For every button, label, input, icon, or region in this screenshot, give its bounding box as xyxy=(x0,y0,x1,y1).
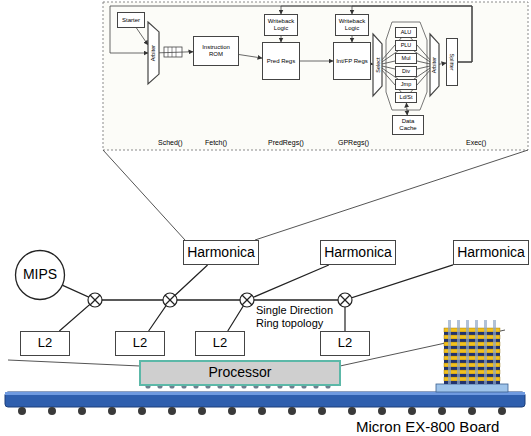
unit-box: Jmp xyxy=(395,79,417,90)
node-text: Starter xyxy=(122,17,140,24)
unit-box: Ld/St xyxy=(395,92,417,103)
unit-box: Mul xyxy=(395,53,417,64)
connector xyxy=(300,61,333,62)
ring-junction xyxy=(338,293,352,307)
node-text: Div xyxy=(402,68,410,74)
zoom-panel xyxy=(103,2,528,150)
connector xyxy=(136,28,148,45)
cache-box: Data Cache xyxy=(392,115,424,135)
cache-box: L2 xyxy=(195,331,245,356)
process-box: Writeback Logic xyxy=(264,14,298,36)
zoom-line xyxy=(8,360,140,366)
node-text: Harmonica xyxy=(324,245,392,260)
node-text: Mul xyxy=(402,55,411,61)
node-text: Arbiter xyxy=(431,57,437,73)
connector xyxy=(417,61,430,64)
node-text: Arbiter xyxy=(150,45,156,61)
memory-stack xyxy=(436,320,508,392)
node-text: Jmp xyxy=(401,81,411,87)
connector xyxy=(345,265,453,331)
connector xyxy=(382,66,395,69)
select-mux: Select xyxy=(373,34,382,96)
arbiter-mux: Arbiter xyxy=(430,34,439,96)
node-text: Writeback Logic xyxy=(266,18,297,31)
note-label: Single Direction Ring topology xyxy=(256,304,338,329)
unit-box: ALU xyxy=(395,27,417,38)
node-text: Ld/St xyxy=(400,94,413,100)
section-label: GPRegs() xyxy=(338,139,369,147)
process-box: Starter xyxy=(117,12,145,28)
zoom-line xyxy=(255,150,528,240)
node-text: Harmonica xyxy=(187,245,255,260)
ring-junction xyxy=(240,293,254,307)
node-text: Splitter xyxy=(449,53,455,70)
circuit-board xyxy=(5,392,525,407)
node-text: ALU xyxy=(401,29,412,35)
board-label: Micron EX-800 Board xyxy=(356,418,499,435)
node-text: Select xyxy=(374,57,380,72)
unit-box: PLU xyxy=(395,40,417,51)
ring-junction xyxy=(88,293,102,307)
connector xyxy=(159,52,193,53)
zoom-line xyxy=(103,150,185,240)
process-box: Instruction ROM xyxy=(193,36,239,66)
node-text: Pred Regs xyxy=(267,58,295,65)
connector xyxy=(417,66,430,69)
connector xyxy=(149,265,208,331)
node-text: L2 xyxy=(38,336,52,350)
processor-chip: Processor xyxy=(140,361,340,385)
process-box: Writeback Logic xyxy=(335,14,369,36)
solder-balls xyxy=(18,407,506,415)
cache-box: L2 xyxy=(20,331,70,356)
connector xyxy=(382,61,395,64)
node-text: Harmonica xyxy=(457,245,525,260)
node-text: Data Cache xyxy=(394,118,423,131)
section-label: Fetch() xyxy=(205,139,227,147)
ring-line xyxy=(95,299,345,300)
unit-box: Div xyxy=(395,66,417,77)
section-label: Sched() xyxy=(158,139,183,147)
connector xyxy=(239,55,262,59)
arbiter-mux: Arbiter xyxy=(148,22,159,84)
harmonica-box: Harmonica xyxy=(183,240,259,265)
node-text: L2 xyxy=(213,336,227,350)
exec-enclosure xyxy=(386,22,427,110)
processor-circle: MIPS xyxy=(15,250,65,300)
node-text: MIPS xyxy=(23,267,57,282)
harmonica-box: Harmonica xyxy=(453,240,529,265)
node-text: Writeback Logic xyxy=(337,18,368,31)
node-text: Instruction ROM xyxy=(195,44,238,57)
cache-box: L2 xyxy=(320,331,370,356)
node-text: L2 xyxy=(133,336,147,350)
harmonica-box: Harmonica xyxy=(320,240,396,265)
board-edge xyxy=(5,392,525,395)
connector xyxy=(59,285,95,331)
splitter-box: Splitter xyxy=(446,38,458,86)
node-text: PLU xyxy=(401,42,412,48)
section-label: Exec() xyxy=(466,139,486,147)
node-text: L2 xyxy=(338,336,352,350)
connector xyxy=(439,63,446,64)
ring-junction xyxy=(163,293,177,307)
register-box: Int/FP Regs xyxy=(333,42,371,80)
node-text: Int/FP Regs xyxy=(336,58,368,65)
cache-box: L2 xyxy=(115,331,165,356)
node-text: Processor xyxy=(208,365,271,380)
connector xyxy=(406,103,408,115)
section-label: PredRegs() xyxy=(268,139,304,147)
register-box: Pred Regs xyxy=(262,42,300,80)
